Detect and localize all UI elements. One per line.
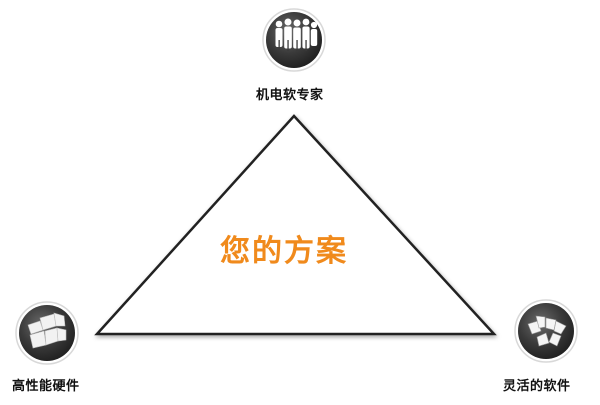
expert-label: 机电软专家 [256,88,324,103]
hardware-blocks-icon [15,301,79,365]
hardware-label: 高性能硬件 [12,379,80,394]
software-pieces-icon [514,299,578,363]
software-label: 灵活的软件 [503,379,571,394]
team-people-icon [262,8,326,72]
center-title: 您的方案 [220,234,348,269]
triangle-outline [94,114,497,336]
